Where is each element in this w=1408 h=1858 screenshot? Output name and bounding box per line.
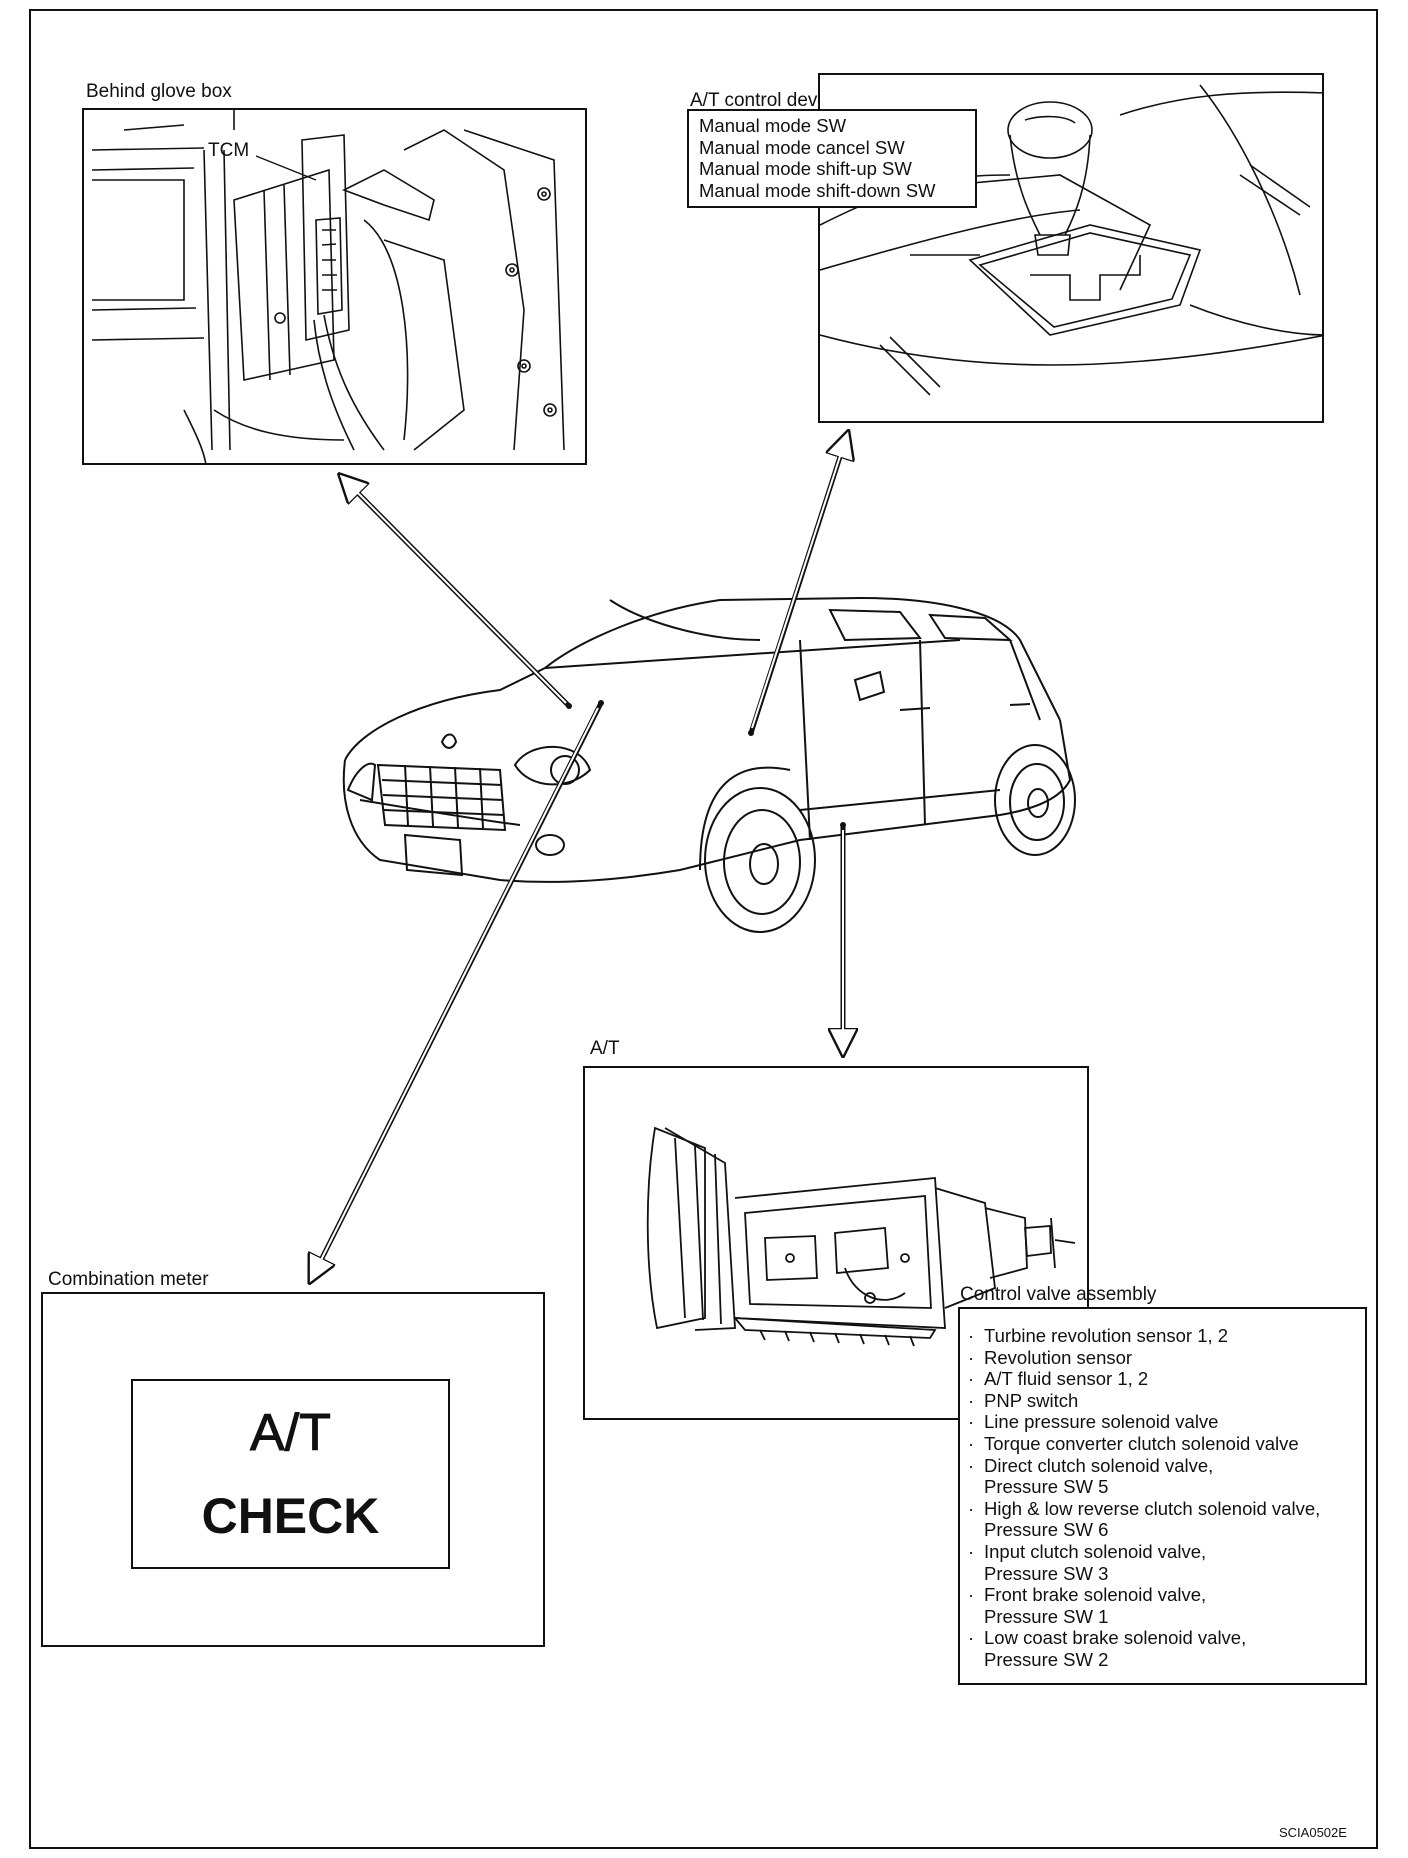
at-check-warning-lamp: A/T CHECK bbox=[131, 1379, 450, 1569]
tcm-label: TCM bbox=[208, 140, 250, 161]
transmission-panel bbox=[583, 1066, 1089, 1420]
control-valve-title: Control valve assembly bbox=[960, 1284, 1157, 1305]
list-item-continuation: Pressure SW 3 bbox=[984, 1562, 1109, 1584]
control-device-title: A/T control device bbox=[690, 90, 842, 111]
control-device-switch-list: Manual mode SW Manual mode cancel SW Man… bbox=[699, 115, 936, 201]
list-item: ·High & low reverse clutch solenoid valv… bbox=[968, 1497, 1321, 1519]
control-valve-list-box bbox=[958, 1307, 1367, 1685]
warning-lamp-line2: CHECK bbox=[201, 1488, 380, 1544]
switch-item: Manual mode SW bbox=[699, 115, 847, 136]
list-item-continuation: Pressure SW 6 bbox=[984, 1519, 1109, 1541]
transmission-title: A/T bbox=[590, 1038, 620, 1059]
list-item-continuation: Pressure SW 1 bbox=[984, 1605, 1109, 1627]
list-item: ·Input clutch solenoid valve, bbox=[968, 1540, 1207, 1562]
combination-meter-title: Combination meter bbox=[48, 1269, 209, 1290]
list-item: ·PNP switch bbox=[968, 1389, 1079, 1411]
glove-box-title: Behind glove box bbox=[86, 81, 232, 102]
list-item: ·A/T fluid sensor 1, 2 bbox=[968, 1368, 1149, 1390]
warning-lamp-line1: A/T bbox=[250, 1404, 332, 1463]
list-item: ·Torque converter clutch solenoid valve bbox=[968, 1432, 1299, 1454]
list-item: ·Turbine revolution sensor 1, 2 bbox=[968, 1325, 1229, 1346]
combination-meter-panel: A/T CHECK bbox=[41, 1292, 545, 1647]
control-valve-components: ·Turbine revolution sensor 1, 2 ·Revolut… bbox=[968, 1325, 1320, 1671]
figure-code: SCIA0502E bbox=[1279, 1825, 1347, 1840]
page-frame bbox=[29, 9, 1378, 1849]
shifter-illustration bbox=[820, 84, 1322, 396]
switch-item: Manual mode cancel SW bbox=[699, 136, 905, 158]
transmission-illustration bbox=[646, 1126, 1076, 1347]
control-device-switch-box bbox=[687, 109, 977, 208]
glove-box-panel: TCM bbox=[82, 108, 587, 465]
list-item: ·Direct clutch solenoid valve, bbox=[968, 1454, 1214, 1476]
list-item: ·Line pressure solenoid valve bbox=[968, 1411, 1219, 1433]
list-item-continuation: Pressure SW 5 bbox=[984, 1476, 1109, 1498]
tcm-illustration bbox=[91, 110, 565, 463]
switch-item: Manual mode shift-up SW bbox=[699, 158, 912, 180]
list-item: ·Revolution sensor bbox=[968, 1346, 1133, 1368]
car-outline bbox=[342, 596, 1076, 933]
switch-item: Manual mode shift-down SW bbox=[699, 179, 936, 201]
list-item: ·Front brake solenoid valve, bbox=[968, 1584, 1207, 1606]
list-item-continuation: Pressure SW 2 bbox=[984, 1648, 1109, 1670]
list-item: ·Low coast brake solenoid valve, bbox=[968, 1627, 1247, 1649]
